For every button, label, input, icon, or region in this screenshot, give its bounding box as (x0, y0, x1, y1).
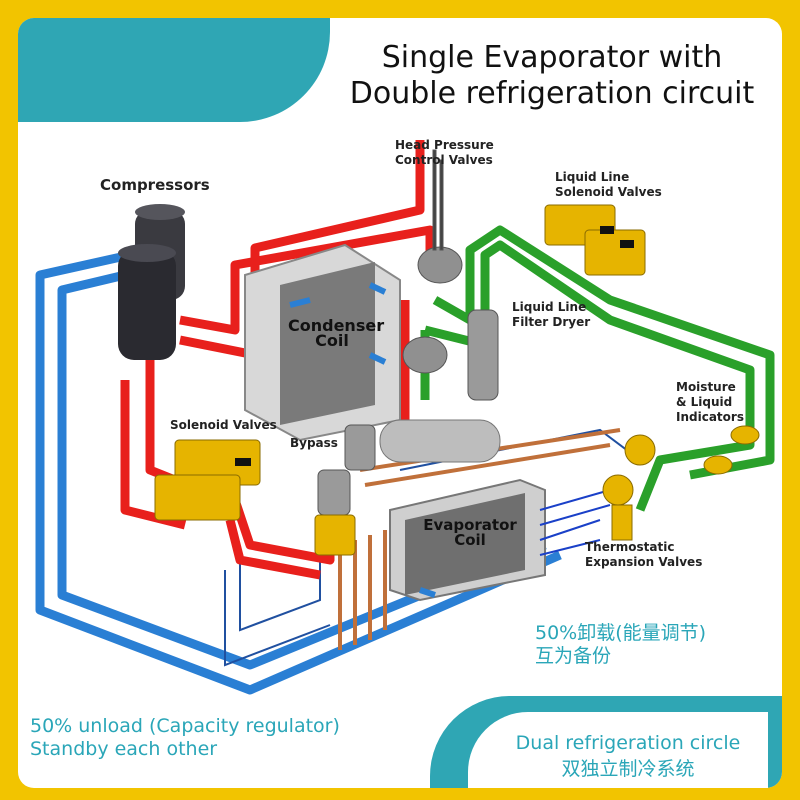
bypass-valves (314, 424, 376, 556)
page-title: Single Evaporator with Double refrigerat… (332, 40, 772, 112)
hot-gas-line-6 (225, 518, 321, 580)
label-head-pressure-line-2: Control Valves (395, 153, 493, 167)
head-pressure-valves (402, 149, 463, 374)
receiver-tank (379, 419, 501, 463)
callout-dual-en: Dual refrigeration circle (515, 732, 741, 754)
hot-gas-line-2 (179, 140, 425, 360)
callout-dual-cn: 双独立制冷系统 (561, 758, 695, 780)
control-rod-1 (432, 149, 437, 251)
hot-gas-solenoid-2 (154, 474, 241, 521)
condenser-airflow-3 (368, 352, 387, 365)
txv-2 (602, 474, 634, 506)
callout-cn-unload: 50%卸载(能量调节) 互为备份 (535, 622, 706, 668)
callout-en-unload-line-1: 50% unload (Capacity regulator) (30, 715, 340, 737)
label-filter-dryer-line-1: Liquid Line (512, 300, 587, 314)
label-moisture-line-2: & Liquid (676, 395, 733, 409)
evaporator-circuits (539, 489, 611, 556)
label-moisture-line-1: Moisture (676, 380, 736, 394)
label-condenser: Condenser Coil (288, 316, 385, 350)
liquid-solenoid-valves (544, 204, 646, 276)
condenser-coil (244, 243, 401, 442)
label-evaporator: Evaporator Coil (422, 518, 518, 548)
label-filter-dryer-line-2: Filter Dryer (512, 315, 591, 329)
label-txv-line-2: Expansion Valves (585, 555, 703, 569)
control-rod-2 (439, 159, 444, 251)
label-moisture: Moisture & Liquid Indicators (676, 380, 744, 425)
condenser-airflow-1 (289, 297, 311, 308)
top-left-banner (18, 18, 330, 122)
label-head-pressure: Head Pressure Control Valves (395, 138, 494, 168)
label-liquid-solenoid: Liquid Line Solenoid Valves (555, 170, 662, 200)
compressor-2 (118, 250, 176, 360)
evaporator-airflow (419, 587, 436, 598)
label-condenser-line-1: Condenser (288, 316, 385, 335)
callout-en-unload: 50% unload (Capacity regulator) Standby … (30, 715, 340, 761)
bypass-valve-1 (344, 424, 376, 471)
title-line-1: Single Evaporator with (381, 40, 723, 75)
label-evaporator-line-1: Evaporator (423, 516, 517, 534)
callout-cn-unload-line-1: 50%卸载(能量调节) (535, 622, 707, 644)
label-moisture-line-3: Indicators (676, 410, 744, 424)
label-txv-line-1: Thermostatic (585, 540, 675, 554)
wire-1 (239, 560, 321, 632)
callout-en-unload-line-2: Standby each other (30, 738, 218, 760)
label-evaporator-line-2: Coil (454, 531, 486, 549)
bottom-right-banner-inner (468, 712, 768, 788)
bypass-valve-base (314, 514, 356, 556)
callout-dual-circuit: Dual refrigeration circle 双独立制冷系统 (480, 730, 776, 782)
label-filter-dryer: Liquid Line Filter Dryer (512, 300, 590, 330)
txv-body (611, 504, 633, 541)
evaporator-coil (389, 478, 611, 602)
sight-glass-2 (703, 455, 733, 475)
sight-glass-1 (730, 425, 760, 445)
compressor-2-top (118, 244, 176, 262)
label-expansion-valves: Thermostatic Expansion Valves (585, 540, 702, 570)
label-liquid-solenoid-line-2: Solenoid Valves (555, 185, 662, 199)
wire-2 (224, 570, 331, 667)
bypass-valve-2 (317, 469, 351, 516)
expansion-valves (602, 434, 656, 541)
callout-cn-unload-line-2: 互为备份 (535, 645, 612, 667)
label-head-pressure-line-1: Head Pressure (395, 138, 494, 152)
liquid-solenoid-2 (584, 229, 646, 276)
solenoid-terminal-1 (600, 226, 614, 234)
title-line-2: Double refrigeration circuit (349, 76, 755, 111)
label-solenoid-valves: Solenoid Valves (170, 418, 277, 432)
filter-dryer (467, 309, 499, 401)
liquid-line-1 (432, 225, 775, 480)
tube-6 (364, 443, 611, 487)
label-condenser-line-2: Coil (315, 331, 349, 350)
label-bypass: Bypass (290, 436, 338, 450)
hot-gas-solenoid-valves (154, 439, 261, 521)
txv-1 (624, 434, 656, 466)
label-compressors: Compressors (100, 176, 210, 194)
compressor-1-top (135, 204, 185, 220)
compressors (118, 204, 185, 360)
head-pressure-valve-1 (417, 246, 463, 284)
solenoid-terminal-2 (620, 240, 634, 248)
condenser-airflow-2 (368, 282, 387, 295)
hot-gas-solenoid-terminal (235, 458, 251, 466)
label-liquid-solenoid-line-1: Liquid Line (555, 170, 630, 184)
head-pressure-valve-2 (402, 336, 448, 374)
evaporator-fins (405, 493, 525, 595)
hot-gas-line-1 (179, 225, 435, 335)
moisture-indicators (703, 425, 760, 475)
